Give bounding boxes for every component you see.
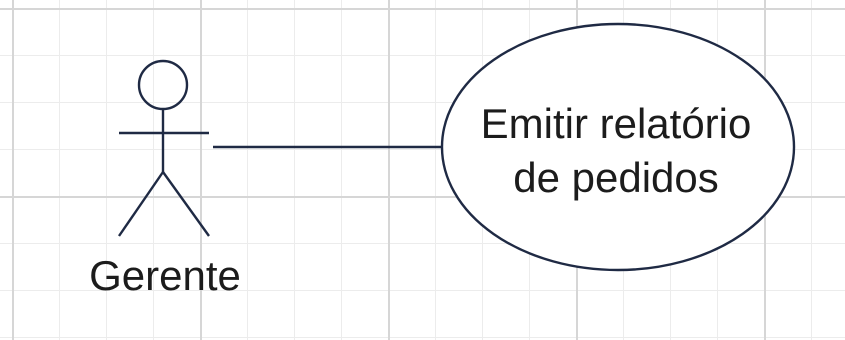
actor-left-leg	[118, 171, 164, 237]
actor-right-leg	[162, 171, 210, 237]
actor-label: Gerente	[89, 252, 241, 299]
use-case-emitir-relatorio[interactable]: Emitir relatório de pedidos	[440, 22, 796, 272]
use-case-ellipse	[440, 22, 796, 272]
use-case-label-line2: de pedidos	[513, 154, 719, 201]
use-case-label-line1: Emitir relatório	[481, 100, 752, 147]
actor-gerente[interactable]: Gerente	[89, 59, 241, 299]
actor-head	[137, 59, 189, 111]
